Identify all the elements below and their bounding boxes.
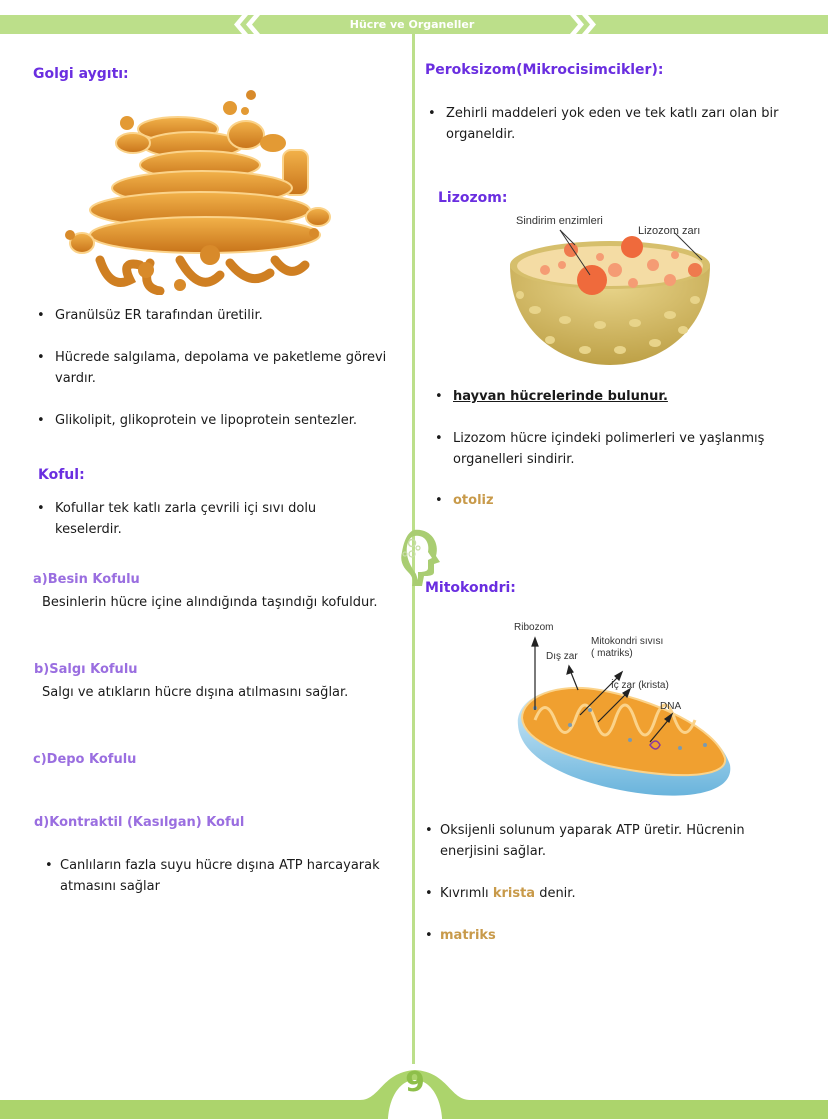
depo-kofulu-label: c)Depo Kofulu bbox=[33, 752, 137, 767]
mito-bullet-2-after: denir. bbox=[535, 886, 576, 901]
golgi-bullet-2: • Hücrede salgılama, depolama ve paketle… bbox=[37, 347, 407, 389]
mito-label-dna: DNA bbox=[660, 701, 682, 712]
mito-bullet-3: • matriks bbox=[425, 925, 795, 946]
page-number: 9 bbox=[405, 1065, 425, 1098]
mito-label-ic-zar: İç zar (krista) bbox=[611, 680, 669, 691]
koful-bullet-1: • Kofullar tek katlı zarla çevrili içi s… bbox=[37, 498, 367, 540]
header-band bbox=[0, 15, 828, 34]
bullet-dot: • bbox=[37, 413, 45, 428]
bullet-dot: • bbox=[435, 431, 443, 446]
bullet-dot: • bbox=[425, 928, 433, 943]
column-divider bbox=[412, 34, 415, 1064]
head-logo-icon bbox=[401, 529, 440, 586]
bullet-dot: • bbox=[425, 886, 433, 901]
golgi-bullet-3: • Glikolipit, glikoprotein ve lipoprotei… bbox=[37, 410, 407, 431]
besin-kofulu-label: a)Besin Kofulu bbox=[33, 572, 140, 587]
mito-label-ribozom: Ribozom bbox=[514, 622, 554, 633]
mito-label-dis-zar: Dış zar bbox=[546, 651, 578, 662]
lizozom-heading: Lizozom: bbox=[438, 190, 508, 206]
bullet-dot: • bbox=[428, 106, 436, 121]
lizozom-label-membrane: Lizozom zarı bbox=[638, 225, 701, 237]
kontraktil-koful-label: d)Kontraktil (Kasılgan) Koful bbox=[34, 815, 245, 830]
bullet-dot: • bbox=[435, 493, 443, 508]
lizozom-bullet-2: • Lizozom hücre içindeki polimerleri ve … bbox=[435, 428, 795, 470]
peroksizom-heading: Peroksizom(Mikrocisimcikler): bbox=[425, 62, 664, 78]
mitokondri-diagram bbox=[517, 636, 731, 796]
bullet-dot: • bbox=[435, 389, 443, 404]
chevrons-left-icon bbox=[228, 15, 268, 34]
mitokondri-heading: Mitokondri: bbox=[425, 580, 516, 596]
mito-label-matriks-2: ( matriks) bbox=[591, 648, 633, 659]
chevrons-right-icon bbox=[562, 15, 602, 34]
mito-label-matriks-1: Mitokondri sıvısı bbox=[591, 636, 664, 647]
bullet-dot: • bbox=[45, 858, 53, 873]
bullet-dot: • bbox=[37, 350, 45, 365]
salgi-kofulu-text: Salgı ve atıkların hücre dışına atılması… bbox=[42, 685, 349, 700]
page-number-badge bbox=[360, 1070, 470, 1119]
lizozom-label-enzymes: Sindirim enzimleri bbox=[516, 215, 603, 227]
golgi-heading: Golgi aygıtı: bbox=[33, 66, 129, 82]
keyword-krista: krista bbox=[492, 886, 536, 901]
kontraktil-bullet: • Canlıların fazla suyu hücre dışına ATP… bbox=[45, 855, 405, 897]
mito-bullet-1: • Oksijenli solunum yaparak ATP üretir. … bbox=[425, 820, 795, 862]
peroksizom-bullet-1: • Zehirli maddeleri yok eden ve tek katl… bbox=[428, 103, 788, 145]
golgi-bullet-1: • Granülsüz ER tarafından üretilir. bbox=[37, 305, 407, 326]
besin-kofulu-text: Besinlerin hücre içine alındığında taşın… bbox=[42, 595, 378, 610]
lizozom-bullet-3: • otoliz bbox=[435, 490, 795, 511]
bullet-dot: • bbox=[37, 501, 45, 516]
lizozom-bullet-1: • hayvan hücrelerinde bulunur. bbox=[435, 386, 795, 407]
mito-bullet-2-before: Kıvrımlı bbox=[440, 886, 493, 901]
lizozom-diagram bbox=[510, 229, 710, 365]
golgi-illustration bbox=[65, 90, 331, 295]
koful-heading: Koful: bbox=[38, 467, 85, 483]
mito-bullet-2: • Kıvrımlı krista denir. bbox=[425, 883, 795, 904]
bullet-dot: • bbox=[37, 308, 45, 323]
salgi-kofulu-label: b)Salgı Kofulu bbox=[34, 662, 138, 677]
page-title: Hücre ve Organeller bbox=[349, 18, 475, 31]
bullet-dot: • bbox=[425, 823, 433, 838]
